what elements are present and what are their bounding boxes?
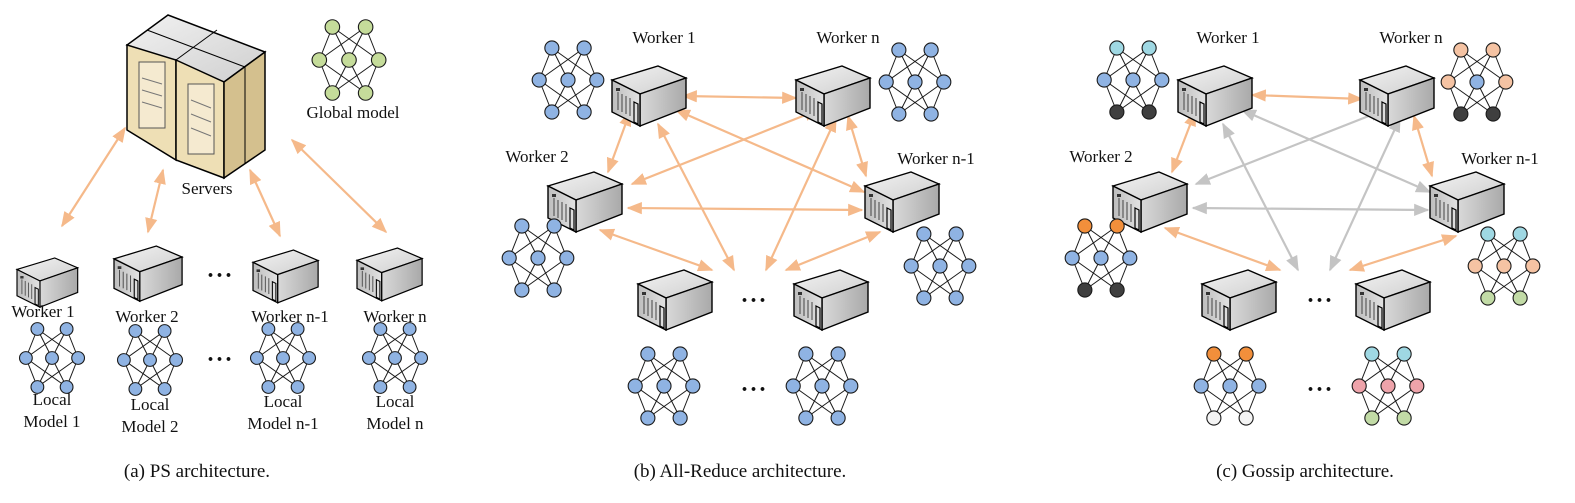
gossip-worker-3-server: [1200, 269, 1278, 332]
gossip-worker-ellipsis: ···: [1306, 288, 1333, 314]
ps-model-2-line2: Model 2: [121, 417, 178, 436]
allreduce-worker-1-net: [531, 40, 605, 120]
gossip-worker-n-1-net: [1467, 226, 1541, 306]
allreduce-worker-n-1-net: [903, 226, 977, 306]
gossip-worker-1-server: [1176, 65, 1254, 128]
allreduce-worker-3-net: [627, 346, 701, 426]
allreduce-worker-n-1-label: Worker n-1: [897, 149, 974, 168]
allreduce-worker-2-label: Worker 2: [505, 147, 568, 166]
ps-worker-ellipsis: ···: [206, 263, 233, 289]
gossip-worker-1-net: [1096, 40, 1170, 120]
gossip-worker-n-1-server: [1428, 171, 1506, 234]
server-cluster: [125, 14, 267, 180]
global-model-net: [311, 19, 387, 101]
gossip-worker-4-net: [1351, 346, 1425, 426]
ps-worker-2-label: Worker 2: [115, 307, 178, 326]
allreduce-worker-4-net: [785, 346, 859, 426]
allreduce-worker-2-server: [546, 171, 624, 234]
gossip-worker-3-net: [1193, 346, 1267, 426]
ps-model-n-1-line2: Model n-1: [247, 414, 318, 433]
ps-model-n-line2: Model n: [366, 414, 424, 433]
global-model-label: Global model: [306, 103, 399, 122]
ps-local-model-n-net: [361, 322, 429, 394]
allreduce-arrows: [598, 90, 882, 272]
ps-local-model-2-net: [116, 324, 184, 396]
gossip-worker-servers: [1111, 65, 1506, 332]
gossip-worker-1-label: Worker 1: [1196, 28, 1259, 47]
ps-architecture-panel: Servers Global model Worker 1 Worker 2 W…: [11, 14, 429, 482]
allreduce-worker-n-label: Worker n: [816, 28, 880, 47]
ps-model-n-line1: Local: [376, 392, 415, 411]
ps-worker-n-server: [355, 247, 424, 302]
gossip-model-ellipsis: ···: [1306, 377, 1333, 403]
ps-arrows: [61, 126, 388, 238]
gossip-worker-n-label: Worker n: [1379, 28, 1443, 47]
allreduce-model-networks: [501, 40, 977, 426]
allreduce-worker-n-net: [878, 42, 952, 122]
ps-worker-n-1-label: Worker n-1: [251, 307, 328, 326]
ps-local-model-1-net: [18, 322, 86, 394]
allreduce-worker-2-net: [501, 218, 575, 298]
allreduce-caption: (b) All-Reduce architecture.: [634, 461, 847, 482]
ps-model-2-line1: Local: [131, 395, 170, 414]
ps-local-model-networks: [18, 322, 429, 396]
ps-model-1-line1: Local: [33, 390, 72, 409]
ps-model-ellipsis: ···: [206, 347, 233, 373]
ps-worker-1-server: [15, 257, 80, 309]
allreduce-architecture-panel: Worker 1 Worker n Worker 2 Worker n-1 ··…: [501, 28, 977, 482]
gossip-worker-4-server: [1354, 269, 1432, 332]
ps-worker-servers: [15, 245, 424, 309]
allreduce-worker-ellipsis: ···: [740, 288, 767, 314]
ps-worker-1-label: Worker 1: [11, 302, 74, 321]
ps-model-1-line2: Model 1: [23, 412, 80, 431]
ps-caption: (a) PS architecture.: [124, 461, 270, 482]
gossip-worker-n-net: [1440, 42, 1514, 122]
allreduce-worker-servers: [546, 65, 941, 332]
allreduce-model-ellipsis: ···: [740, 377, 767, 403]
gossip-architecture-panel: Worker 1 Worker n Worker 2 Worker n-1 ··…: [1064, 28, 1541, 482]
ps-worker-n-1-server: [251, 249, 320, 304]
allreduce-worker-1-label: Worker 1: [632, 28, 695, 47]
servers-label: Servers: [182, 179, 233, 198]
ps-model-n-1-line1: Local: [264, 392, 303, 411]
allreduce-worker-n-1-server: [863, 171, 941, 234]
ps-worker-2-server: [112, 245, 184, 303]
gossip-worker-2-label: Worker 2: [1069, 147, 1132, 166]
global-model-network: [311, 19, 387, 101]
allreduce-worker-n-server: [794, 65, 872, 128]
allreduce-worker-1-server: [610, 65, 688, 128]
allreduce-worker-4-server: [792, 269, 870, 332]
ps-worker-n-label: Worker n: [363, 307, 427, 326]
gossip-caption: (c) Gossip architecture.: [1216, 461, 1394, 482]
gossip-worker-2-net: [1064, 218, 1138, 298]
gossip-worker-n-1-label: Worker n-1: [1461, 149, 1538, 168]
ps-local-model-n-1-net: [249, 322, 317, 394]
gossip-gray-arrows: [1191, 108, 1432, 272]
gossip-worker-n-server: [1358, 65, 1436, 128]
allreduce-worker-3-server: [636, 269, 714, 332]
gossip-model-networks: [1064, 40, 1541, 426]
